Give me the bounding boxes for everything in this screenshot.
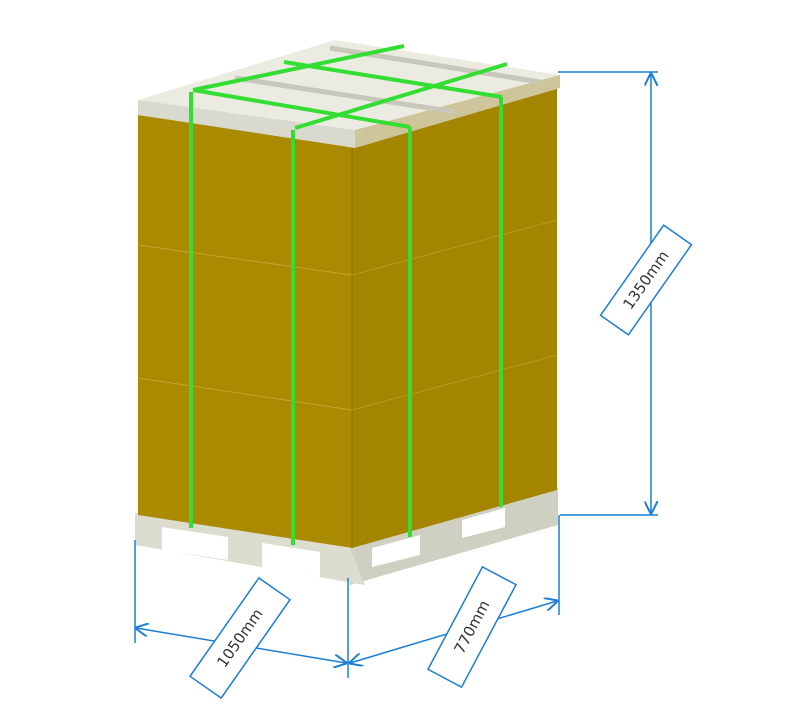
box-stack bbox=[137, 85, 558, 548]
strap bbox=[192, 44, 405, 92]
pallet-opening bbox=[162, 527, 228, 560]
strap bbox=[192, 88, 411, 129]
straps bbox=[189, 44, 508, 545]
strap bbox=[283, 60, 503, 99]
dimension-height: 1350mm bbox=[558, 71, 693, 516]
layer-line bbox=[137, 377, 353, 411]
top-board-surface bbox=[138, 40, 560, 130]
pallet bbox=[135, 488, 558, 585]
layer-line bbox=[351, 219, 558, 276]
layer-line bbox=[137, 244, 353, 276]
strap bbox=[294, 62, 508, 130]
box-right-face bbox=[352, 85, 557, 548]
pallet-opening bbox=[462, 508, 505, 538]
pallet-right-face bbox=[350, 488, 558, 585]
pallet-opening bbox=[372, 535, 420, 567]
dimension-label-box bbox=[426, 565, 518, 689]
top-board-side-edge bbox=[355, 75, 560, 148]
board-groove bbox=[234, 75, 456, 115]
dimension-label-box bbox=[599, 224, 693, 336]
dimension-label-box bbox=[188, 576, 292, 700]
pallet-opening bbox=[262, 543, 320, 577]
layer-line bbox=[351, 354, 558, 411]
box-front-face bbox=[138, 115, 352, 548]
